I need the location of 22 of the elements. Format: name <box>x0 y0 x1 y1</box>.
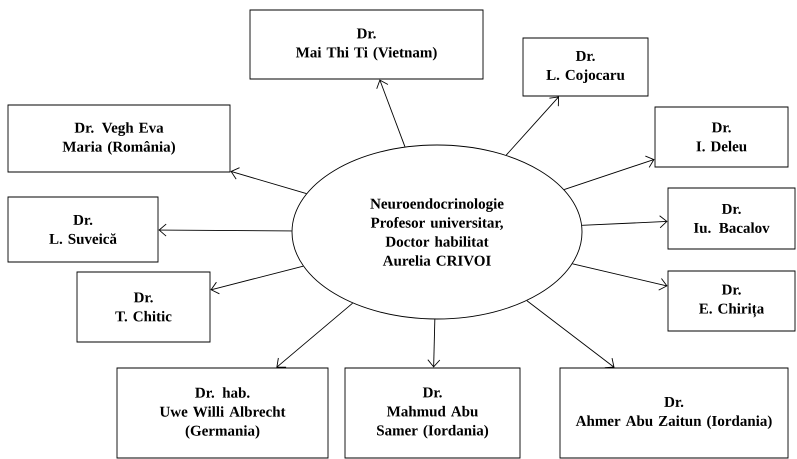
arrow <box>276 302 354 368</box>
arrow <box>210 266 304 294</box>
person-box: Dr. Mahmud Abu Samer (Iordania) <box>344 368 520 458</box>
arrow <box>526 300 614 368</box>
person-box: Dr. Ahmer Abu Zaitun (Iordania) <box>560 368 788 458</box>
person-box: Dr. T. Chitic <box>76 272 210 342</box>
person-box: Dr. E. Chirița <box>668 270 796 332</box>
person-box: Dr. L. Suveică <box>8 196 158 262</box>
arrow <box>230 167 307 194</box>
person-box: Dr. Iu. Bacalov <box>668 188 796 250</box>
arrow <box>506 96 560 156</box>
arrow <box>427 318 440 368</box>
arrow <box>564 156 655 190</box>
person-box: Dr. hab. Uwe Willi Albrecht (Germania) <box>116 368 328 458</box>
person-box: Dr. L. Cojocaru <box>522 38 648 96</box>
arrow <box>376 79 406 148</box>
arrow <box>158 224 292 237</box>
person-box: Dr. I. Deleu <box>654 106 788 168</box>
arrow <box>572 263 668 291</box>
person-box: Dr. Mai Thi Ti (Vietnam) <box>250 10 484 80</box>
arrow <box>582 215 668 228</box>
person-box: Dr. Vegh Eva Maria (România) <box>8 104 230 172</box>
